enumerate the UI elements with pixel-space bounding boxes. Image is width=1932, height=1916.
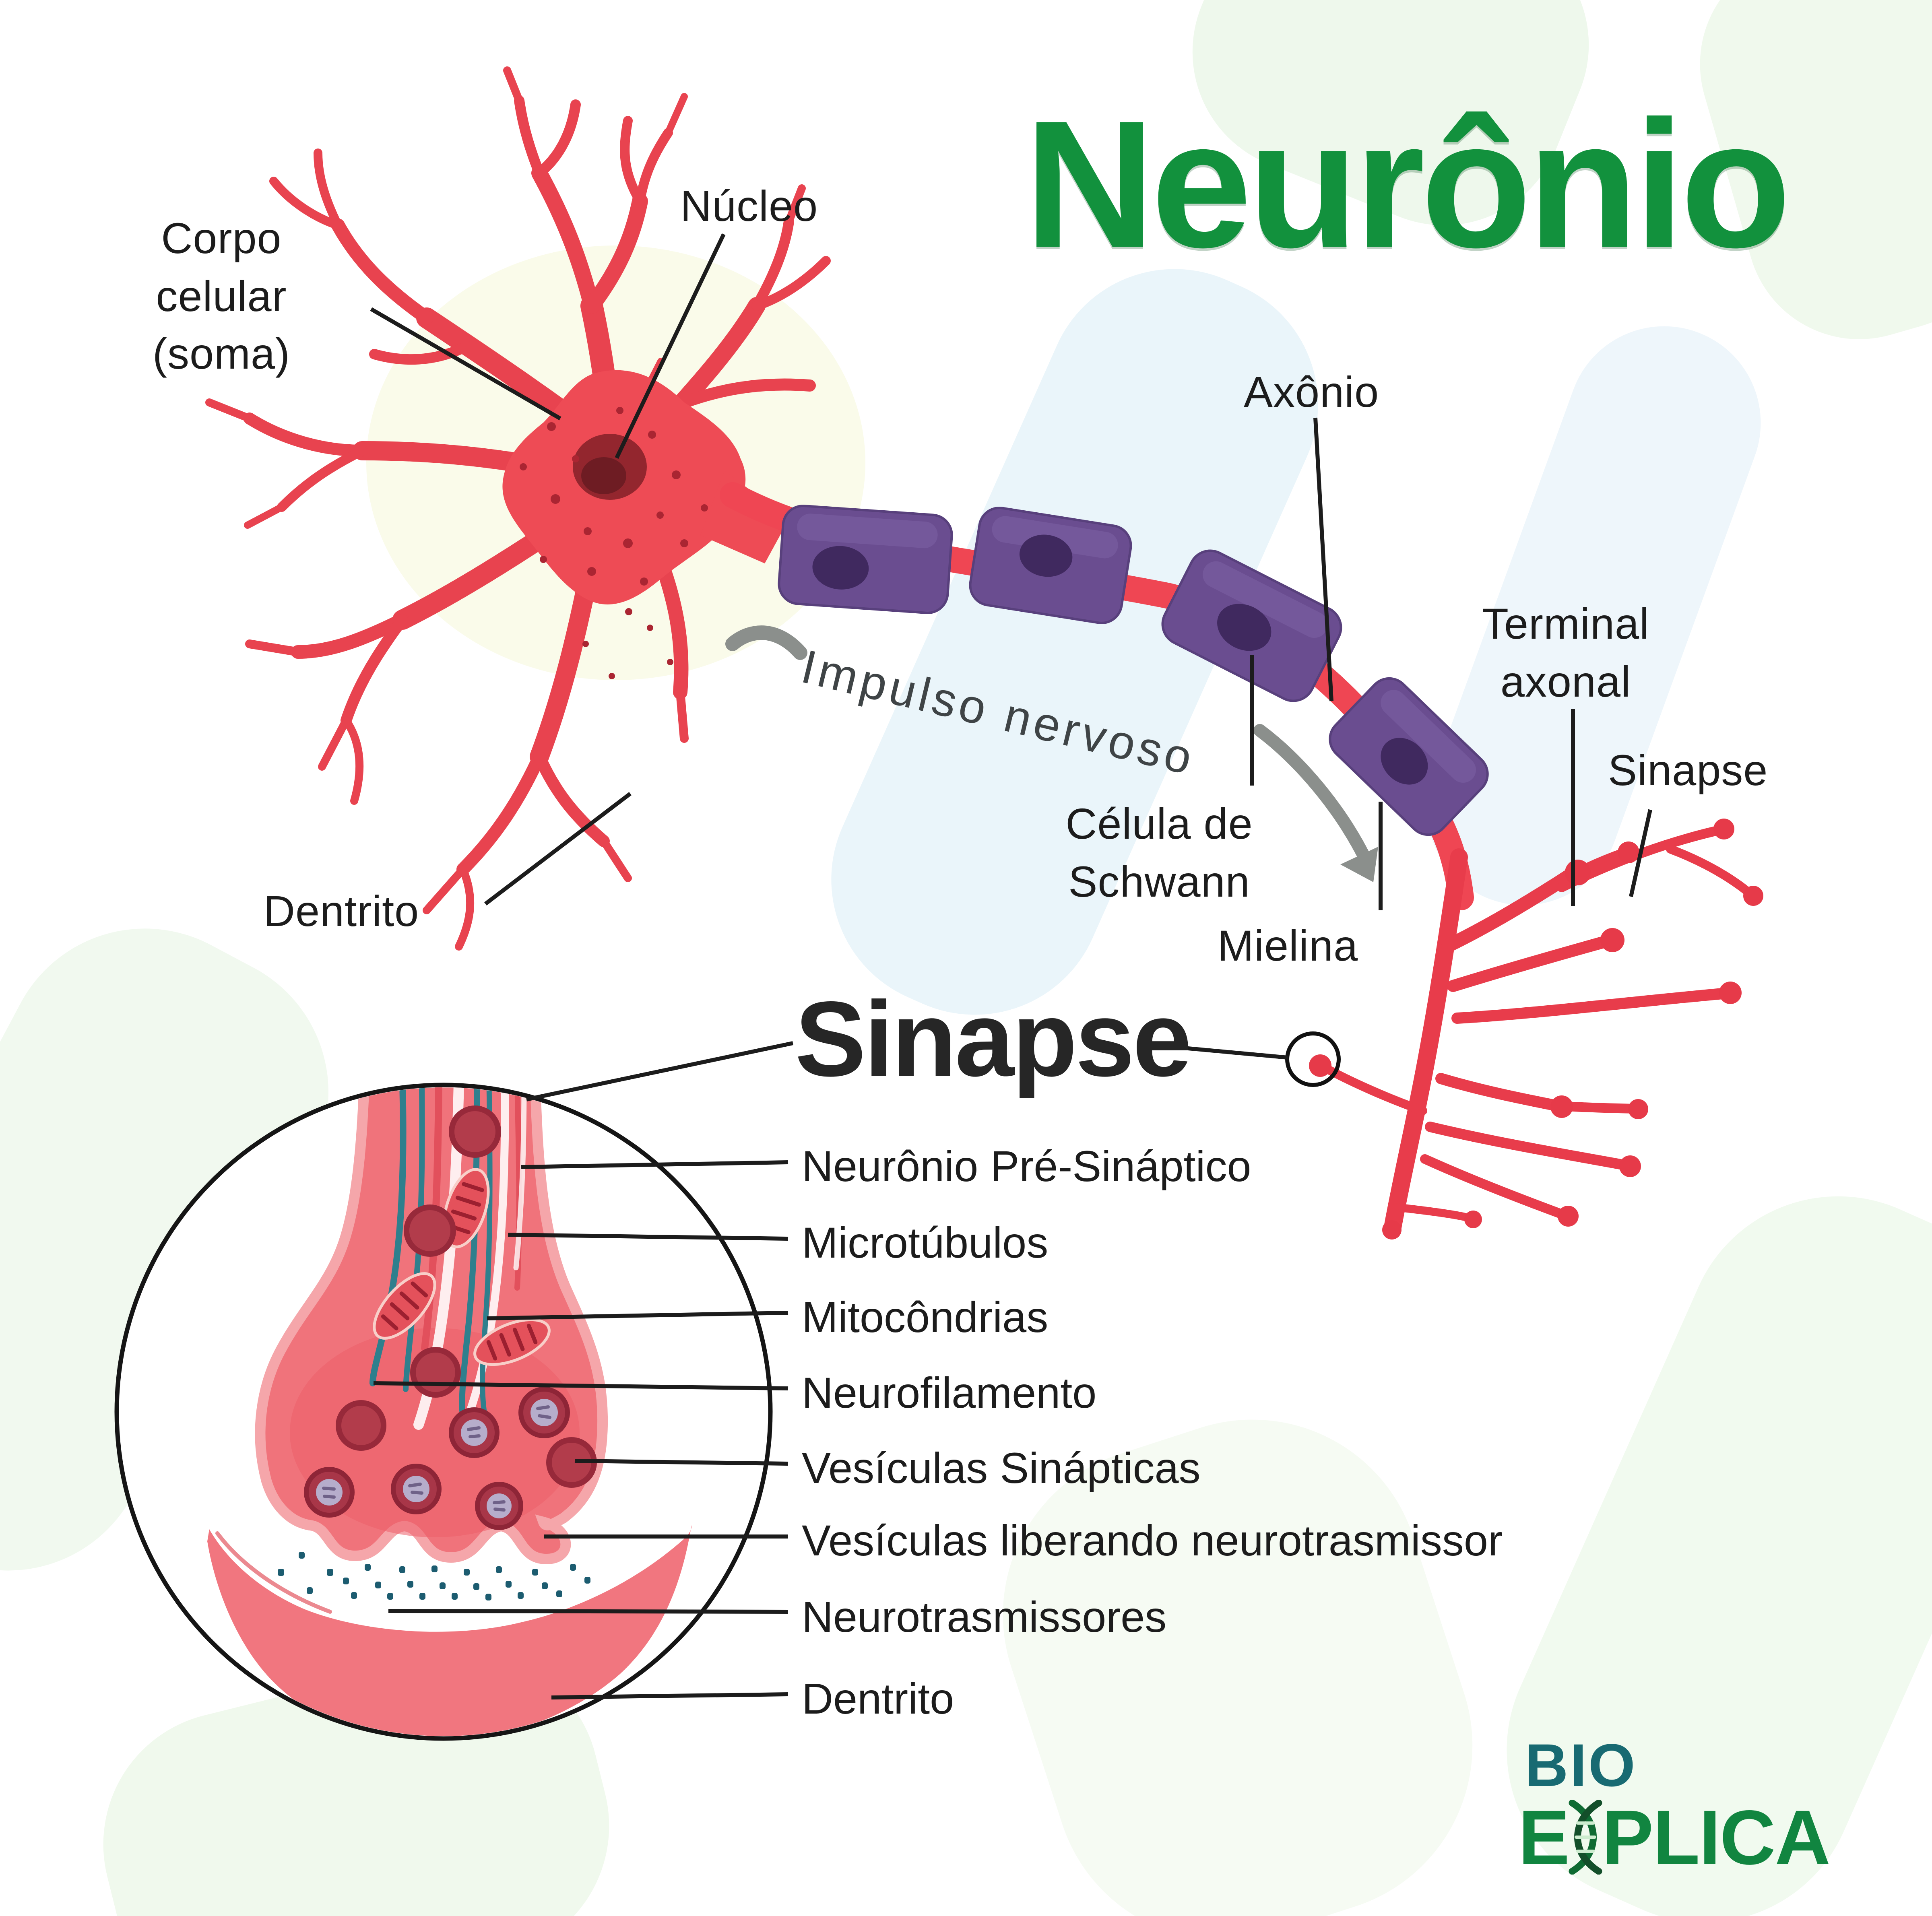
label-vesiculas-liberando: Vesículas liberando neurotrasmissor (802, 1516, 1503, 1565)
page-title: Neurônio (1024, 83, 1791, 285)
label-mitocondrias: Mitocôndrias (802, 1293, 1049, 1341)
label-microtubulos: Microtúbulos (802, 1218, 1049, 1267)
logo-e-text: E (1518, 1794, 1570, 1881)
synapse-circle (114, 1083, 773, 1741)
label-sinapse-pointer: Sinapse (1608, 746, 1768, 794)
synapse-section-heading: Sinapse (795, 980, 1192, 1099)
label-nucleo: Núcleo (680, 181, 818, 230)
synaptic-vesicles (304, 1105, 597, 1530)
label-axonio: Axônio (1244, 367, 1379, 416)
callout-lines (370, 233, 1652, 1699)
label-terminal-axonal: Terminal axonal (1482, 599, 1650, 706)
label-dentrito-synapse: Dentrito (802, 1674, 954, 1723)
label-neurofilamento: Neurofilamento (802, 1368, 1097, 1417)
label-dentrito: Dentrito (264, 887, 419, 935)
vesicles-releasing (304, 1387, 570, 1530)
terminal-knobs (1309, 819, 1763, 1240)
label-neurotrasmissores: Neurotrasmissores (802, 1592, 1167, 1641)
label-celula-schwann: Célula de Schwann (1065, 799, 1253, 906)
label-vesiculas-sinapticas: Vesículas Sinápticas (802, 1444, 1201, 1492)
dendrite-crescent (207, 1525, 692, 1736)
logo-bio-text: BIO (1525, 1731, 1637, 1799)
logo-plica-text: PLICA (1602, 1794, 1831, 1881)
axon-terminal-arbor (1309, 819, 1763, 1240)
neurotransmitter-dots (278, 1552, 590, 1600)
label-neuronio-pre-sinaptico: Neurônio Pré-Sináptico (802, 1142, 1251, 1190)
label-corpo-celular: Corpo celular (soma) (152, 214, 291, 378)
neurofilament (369, 1087, 407, 1386)
myelin-sheath-segments (778, 505, 1489, 836)
impulse-arrow-icon (725, 625, 1378, 882)
dna-helix-icon (1569, 1800, 1602, 1875)
soma-speckles (520, 407, 708, 679)
bioexplica-logo: BIO E PLICA (1518, 1730, 1831, 1881)
label-mielina: Mielina (1218, 921, 1358, 970)
